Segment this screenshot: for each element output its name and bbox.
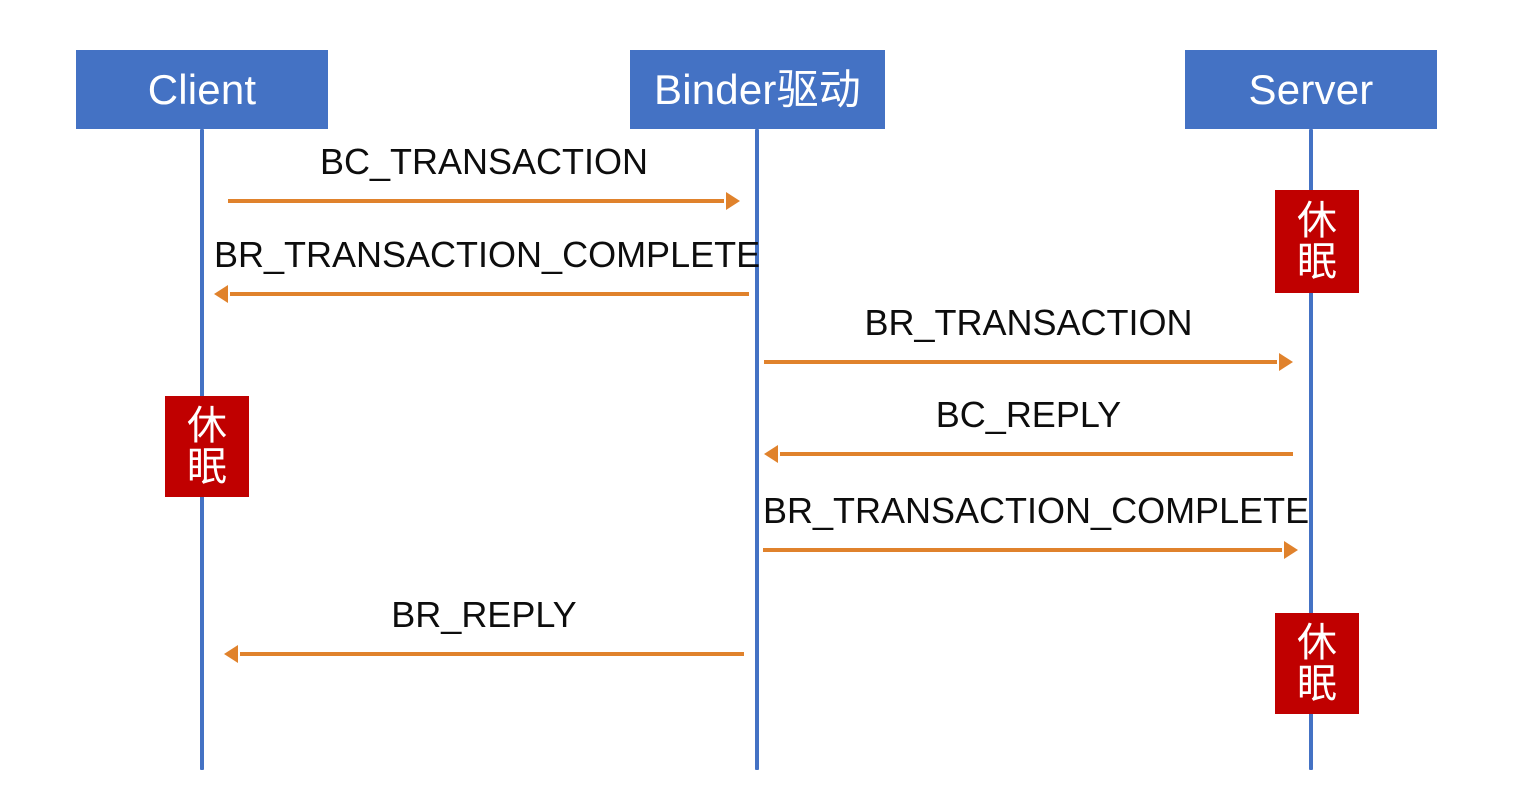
message-bc-transaction[interactable]: BC_TRANSACTION <box>228 144 740 210</box>
message-label-br-transaction-complete-client: BR_TRANSACTION_COMPLETE <box>214 234 761 275</box>
actor-box-server[interactable]: Server <box>1185 50 1437 129</box>
message-label-br-reply: BR_REPLY <box>391 594 577 635</box>
sleep-badge-char-1: 休 <box>1297 198 1337 243</box>
actor-box-binder[interactable]: Binder驱动 <box>630 50 885 129</box>
message-label-br-transaction: BR_TRANSACTION <box>864 302 1193 343</box>
message-label-bc-reply: BC_REPLY <box>935 394 1122 435</box>
sleep-badge-char-2: 眠 <box>187 444 227 489</box>
message-label-br-transaction-complete-server: BR_TRANSACTION_COMPLETE <box>763 490 1310 531</box>
sleep-badge-char-1: 休 <box>187 403 227 448</box>
lifeline-binder <box>755 129 759 770</box>
sleep-badge-server-upper: 休 眠 <box>1275 190 1359 293</box>
actor-label-binder: Binder驱动 <box>653 65 861 113</box>
lifeline-server <box>1309 129 1313 770</box>
message-label-bc-transaction: BC_TRANSACTION <box>319 141 649 182</box>
arrow-left-br-transaction-complete-client <box>214 283 749 305</box>
message-bc-reply[interactable]: BC_REPLY <box>764 397 1293 463</box>
arrow-left-bc-reply <box>764 443 1293 465</box>
sleep-badge-server-lower: 休 眠 <box>1275 613 1359 714</box>
message-br-transaction-complete-server[interactable]: BR_TRANSACTION_COMPLETE <box>763 490 1310 561</box>
arrow-right-bc-transaction <box>228 190 740 212</box>
sleep-badge-char-2: 眠 <box>1297 661 1337 706</box>
message-br-reply[interactable]: BR_REPLY <box>224 597 744 663</box>
message-br-transaction[interactable]: BR_TRANSACTION <box>764 305 1293 371</box>
arrow-left-br-reply <box>224 643 744 665</box>
arrow-right-br-transaction <box>764 351 1293 373</box>
actor-label-server: Server <box>1248 65 1374 113</box>
arrow-right-br-transaction-complete-server <box>763 539 1298 561</box>
sleep-badge-char-1: 休 <box>1297 620 1337 665</box>
message-br-transaction-complete-client[interactable]: BR_TRANSACTION_COMPLETE <box>214 234 761 305</box>
sleep-badge-client: 休 眠 <box>165 396 249 497</box>
sleep-badge-char-2: 眠 <box>1297 239 1337 284</box>
actor-label-client: Client <box>147 65 257 113</box>
actor-box-client[interactable]: Client <box>76 50 328 129</box>
